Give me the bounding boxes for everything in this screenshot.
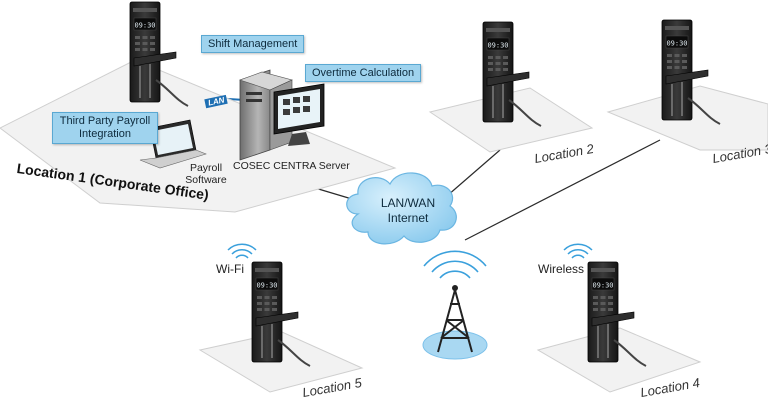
location1-platform — [0, 59, 397, 213]
link-location3 — [464, 139, 661, 241]
cloud-icon — [346, 172, 457, 245]
cloud-label-line2: Internet — [387, 211, 429, 225]
radio-tower-icon — [422, 250, 488, 360]
payroll-software-label: Payroll Software — [185, 162, 227, 186]
shift-management-callout: Shift Management — [201, 35, 305, 53]
laptop-icon — [139, 119, 207, 169]
wifi-signal-icon — [227, 243, 257, 259]
cloud-label-line1: LAN/WAN — [380, 196, 436, 210]
overtime-calculation-callout: Overtime Calculation — [305, 64, 422, 82]
third-party-payroll-callout: Third Party Payroll Integration — [52, 112, 158, 144]
wireless-label: Wireless — [538, 262, 585, 276]
wifi-signal-icon — [563, 243, 593, 259]
server-label: COSEC CENTRA Server — [233, 160, 350, 172]
monitor-icon — [273, 83, 325, 146]
wifi-label: Wi-Fi — [216, 262, 244, 276]
